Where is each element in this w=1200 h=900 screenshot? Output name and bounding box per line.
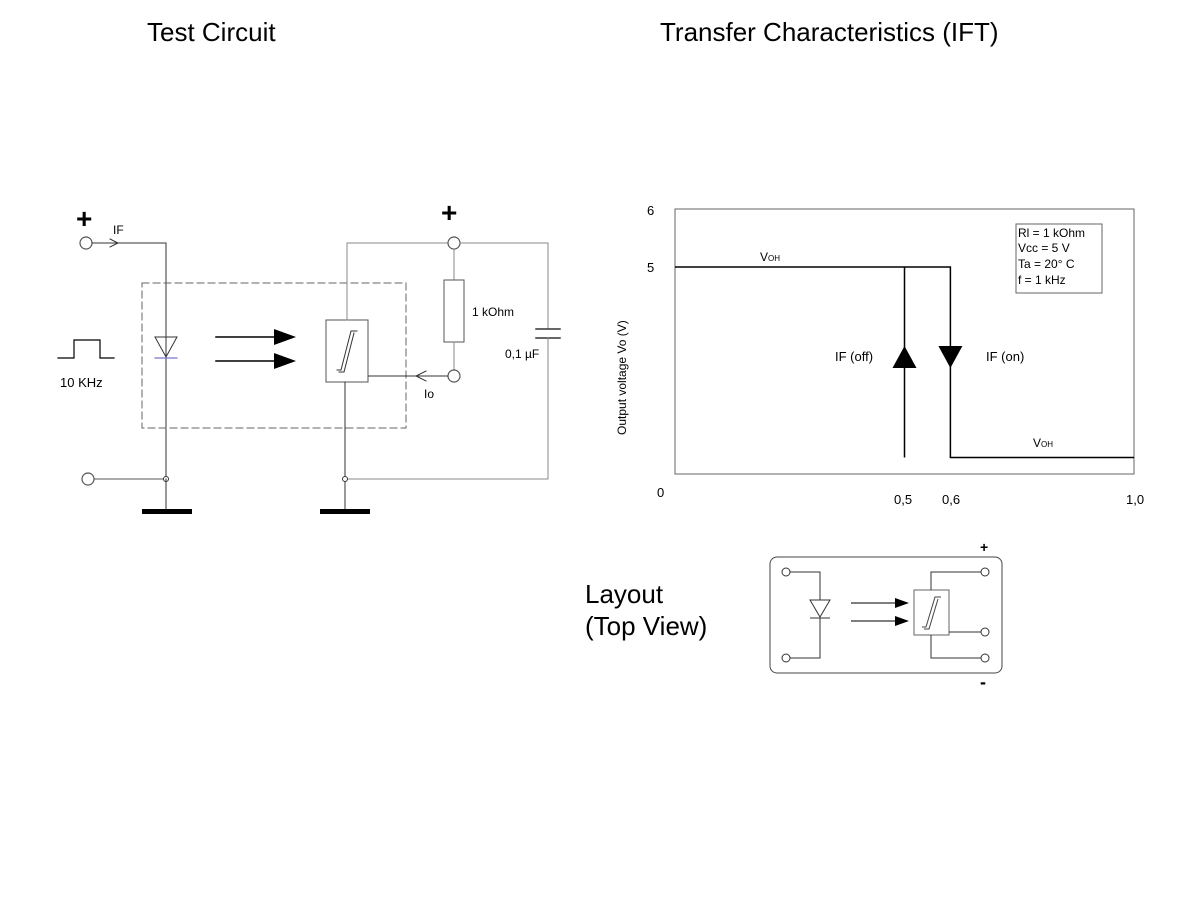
input-terminal-bottom xyxy=(81,472,95,486)
pin-gnd xyxy=(980,653,990,663)
x-tick-label: 0,6 xyxy=(942,492,960,507)
if-off-label: IF (off) xyxy=(835,349,873,364)
pin-vcc xyxy=(980,567,990,577)
io-arrow-icon xyxy=(414,370,427,382)
pin-1 xyxy=(781,567,791,577)
y-tick-label: 6 xyxy=(647,203,654,218)
legend-entry: Vcc = 5 V xyxy=(1018,241,1070,255)
voh-bottom-label: VOH xyxy=(1033,436,1053,450)
test-circuit-title: Test Circuit xyxy=(147,17,276,47)
schmitt-trigger-block xyxy=(325,319,369,383)
transfer-chart: 6 5 0 0,5 0,6 1,0 Output voltage Vo (V) … xyxy=(615,203,1144,507)
layout-led-icon xyxy=(809,599,831,618)
voh-top-label: VOH xyxy=(760,250,780,264)
test-circuit: + IF 10 KHz + xyxy=(57,197,561,514)
capacitor-label: 0,1 µF xyxy=(505,347,539,361)
led-icon xyxy=(154,336,178,359)
layout-arrow-2-icon xyxy=(895,616,909,626)
output-terminal xyxy=(447,369,461,383)
layout-title: Layout (Top View) xyxy=(585,578,707,642)
legend-entry: Rl = 1 kOhm xyxy=(1018,226,1085,240)
layout-top-view: + - xyxy=(769,539,1003,692)
legend-entry: f = 1 kHz xyxy=(1018,273,1066,287)
input-plus-sign: + xyxy=(76,203,92,234)
optocoupler-box xyxy=(141,282,407,429)
if-label: IF xyxy=(113,223,124,237)
x-tick-label: 0,5 xyxy=(894,492,912,507)
hysteresis-icon xyxy=(336,330,358,371)
if-arrow-icon xyxy=(109,238,120,248)
legend-box xyxy=(1015,223,1103,294)
ground-icon xyxy=(142,509,192,514)
if-on-label: IF (on) xyxy=(986,349,1024,364)
y-axis-label: Output voltage Vo (V) xyxy=(615,320,629,435)
layout-plus-sign: + xyxy=(980,539,988,555)
vcc-trace xyxy=(930,571,981,590)
led-anode-trace xyxy=(790,571,821,600)
pulse-icon xyxy=(57,339,115,359)
ground-junction xyxy=(342,476,348,482)
frequency-label: 10 KHz xyxy=(60,375,103,390)
y-tick-label: 5 xyxy=(647,260,654,275)
resistor-label: 1 kOhm xyxy=(472,305,514,319)
gnd-trace xyxy=(930,635,981,659)
legend-entry: Ta = 20° C xyxy=(1018,257,1075,271)
light-arrow-1-icon xyxy=(274,329,296,345)
layout-schmitt-block xyxy=(913,589,950,636)
layout-hysteresis-icon xyxy=(922,596,941,628)
resistor-icon xyxy=(443,279,465,343)
led-cathode-trace xyxy=(790,618,821,659)
package-outline xyxy=(769,556,1003,674)
layout-title-line2: (Top View) xyxy=(585,611,708,641)
ground-icon-right xyxy=(320,509,370,514)
input-terminal-top xyxy=(79,236,93,250)
arrow-down-icon xyxy=(938,346,963,368)
arrow-up-icon xyxy=(892,346,917,368)
supply-terminal xyxy=(447,236,461,250)
layout-minus-sign: - xyxy=(980,672,986,692)
layout-title-line1: Layout xyxy=(585,579,664,609)
x-tick-label: 0 xyxy=(657,485,664,500)
supply-plus-sign: + xyxy=(441,197,457,228)
pin-out xyxy=(980,627,990,637)
pin-2 xyxy=(781,653,791,663)
layout-arrow-1-icon xyxy=(895,598,909,608)
io-label: Io xyxy=(424,387,434,401)
x-tick-label: 1,0 xyxy=(1126,492,1144,507)
plot-frame xyxy=(674,208,1135,475)
light-arrow-2-icon xyxy=(274,353,296,369)
transfer-characteristics-title: Transfer Characteristics (IFT) xyxy=(660,17,999,47)
